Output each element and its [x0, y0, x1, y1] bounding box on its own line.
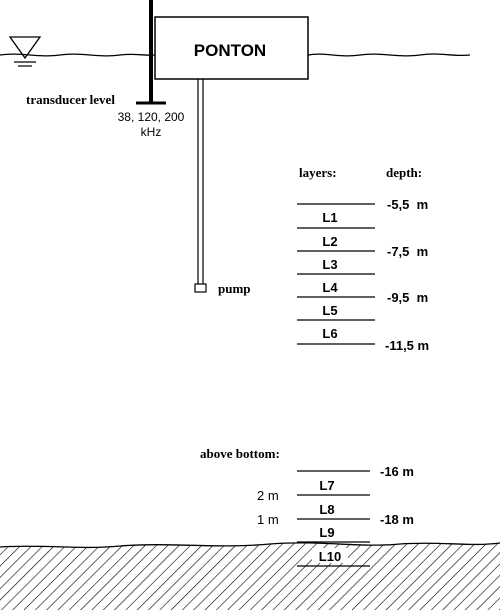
height-label-1m: 1 m	[257, 512, 279, 527]
height-label-2m: 2 m	[257, 488, 279, 503]
layers-header: layers:	[299, 165, 337, 180]
water-surface-line	[0, 53, 471, 57]
layer-label-l8: L8	[319, 502, 334, 517]
frequency-label-line2: kHz	[141, 125, 162, 139]
depth-label-11-5: -11,5 m	[385, 338, 429, 353]
layer-label-l7: L7	[319, 478, 334, 493]
label-bg-l10	[312, 548, 348, 563]
ponton-box	[154, 16, 309, 80]
sea-bottom-line	[0, 542, 500, 549]
upper-layer-lines	[297, 203, 375, 345]
layer-label-l5: L5	[322, 303, 337, 318]
transducer-level-label: transducer level	[26, 92, 115, 107]
sea-bottom-area	[0, 542, 500, 610]
pump-icon	[194, 283, 207, 293]
layer-label-l6: L6	[322, 326, 337, 341]
depth-label-16: -16 m	[380, 464, 414, 479]
water-level-symbol	[8, 36, 42, 67]
depth-label-9-5: -9,5 m	[387, 290, 428, 305]
layer-label-l10: L10	[319, 549, 341, 564]
depth-header: depth:	[386, 165, 422, 180]
depth-label-5-5: -5,5 m	[387, 197, 428, 212]
ponton-label: PONTON	[194, 41, 266, 60]
layer-label-l1: L1	[322, 210, 337, 225]
layer-label-l2: L2	[322, 234, 337, 249]
layer-label-l9: L9	[319, 525, 334, 540]
layer-label-l4: L4	[322, 280, 338, 295]
above-bottom-label: above bottom:	[200, 446, 280, 461]
layer-label-l3: L3	[322, 257, 337, 272]
depth-label-18: -18 m	[380, 512, 414, 527]
depth-label-7-5: -7,5 m	[387, 244, 428, 259]
label-bg-l9	[312, 524, 342, 539]
frequency-label-line1: 38, 120, 200	[118, 110, 185, 124]
pump-label: pump	[218, 281, 251, 296]
